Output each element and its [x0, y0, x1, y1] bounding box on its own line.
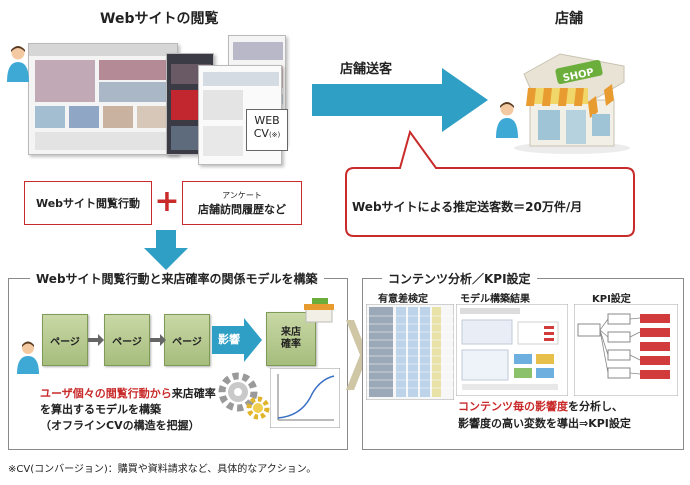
- send-to-store-arrow: [312, 68, 488, 132]
- desc-line2: を算出するモデルを構築: [40, 403, 161, 416]
- estimate-text: Webサイトによる推定送客数＝20万件/月: [352, 200, 583, 214]
- page-node: ページ: [104, 314, 150, 366]
- kpi-heading: KPI設定: [592, 294, 631, 305]
- model-result-heading: モデル構築結果: [460, 294, 530, 305]
- flow-arrow: [150, 334, 166, 346]
- screenshot-panel: [28, 43, 178, 155]
- survey-box: アンケート 店舗訪問履歴など: [182, 181, 302, 225]
- model-curve-chart: [270, 368, 340, 428]
- desc-line3: （オフラインCVの構造を把握）: [40, 419, 200, 432]
- page-node: ページ: [164, 314, 210, 366]
- significance-test-heading: 有意差検定: [378, 294, 428, 305]
- web-cv-mark: (※): [268, 130, 281, 139]
- plus-sign: +: [154, 184, 180, 219]
- flow-arrow: [88, 334, 104, 346]
- model-description: ユーザ個々の閲覧行動から来店確率 を算出するモデルを構築 （オフラインCVの構造…: [40, 386, 216, 434]
- blurred-website-screenshots: WEB CV(※): [28, 35, 288, 170]
- send-to-store-label: 店舗送客: [340, 62, 393, 77]
- user-icon: [7, 46, 29, 82]
- visit-line2: 確率: [281, 339, 301, 350]
- store-illustration: SHOP: [514, 53, 630, 154]
- user-icon: [496, 102, 518, 138]
- kpi-thumbnail: [574, 304, 678, 396]
- gear-icon: [218, 372, 270, 420]
- influence-arrow: [212, 318, 262, 362]
- browse-action-box: Webサイト閲覧行動: [24, 181, 152, 225]
- model-result-thumbnail: [456, 304, 568, 396]
- web-cv-line2: CV: [253, 126, 269, 140]
- model-building-title: Webサイト閲覧行動と来店確率の関係モデルを構築: [30, 270, 324, 287]
- store-icon: [304, 298, 334, 323]
- web-cv-badge: WEB CV(※): [246, 109, 288, 151]
- desc-black: 来店確率: [171, 387, 216, 400]
- kpi-description: コンテンツ毎の影響度を分析し、 影響度の高い変数を導出⇒KPI設定: [458, 398, 631, 432]
- down-arrow: [144, 230, 188, 270]
- significance-table-thumbnail: [366, 304, 454, 400]
- page-node: ページ: [42, 314, 88, 366]
- estimate-callout: [345, 129, 635, 237]
- page-label: ページ: [50, 336, 80, 348]
- survey-main-label: 店舗訪問履歴など: [198, 202, 286, 216]
- kpi-desc-red: コンテンツ毎の影響度: [458, 400, 568, 413]
- kpi-section-title: コンテンツ分析／KPI設定: [382, 270, 537, 287]
- browse-action-label: Webサイト閲覧行動: [35, 197, 141, 210]
- web-browsing-title: Webサイトの閲覧: [100, 11, 219, 27]
- survey-small-label: アンケート: [222, 190, 262, 200]
- kpi-desc-line2: 影響度の高い変数を導出⇒KPI設定: [458, 417, 631, 430]
- page-label: ページ: [112, 336, 142, 348]
- web-cv-line1: WEB: [254, 114, 280, 127]
- influence-label: 影響: [218, 333, 240, 346]
- screenshot-panel: [198, 65, 282, 165]
- store-title: 店舗: [555, 11, 583, 27]
- footnote: ※CV(コンバージョン)：購買や資料請求など、具体的なアクション。: [8, 464, 317, 475]
- desc-red: ユーザ個々の閲覧行動から: [40, 387, 172, 400]
- user-icon: [17, 341, 39, 374]
- page-label: ページ: [172, 336, 202, 348]
- visit-line1: 来店: [281, 327, 301, 338]
- kpi-desc-black: を分析し、: [568, 400, 623, 413]
